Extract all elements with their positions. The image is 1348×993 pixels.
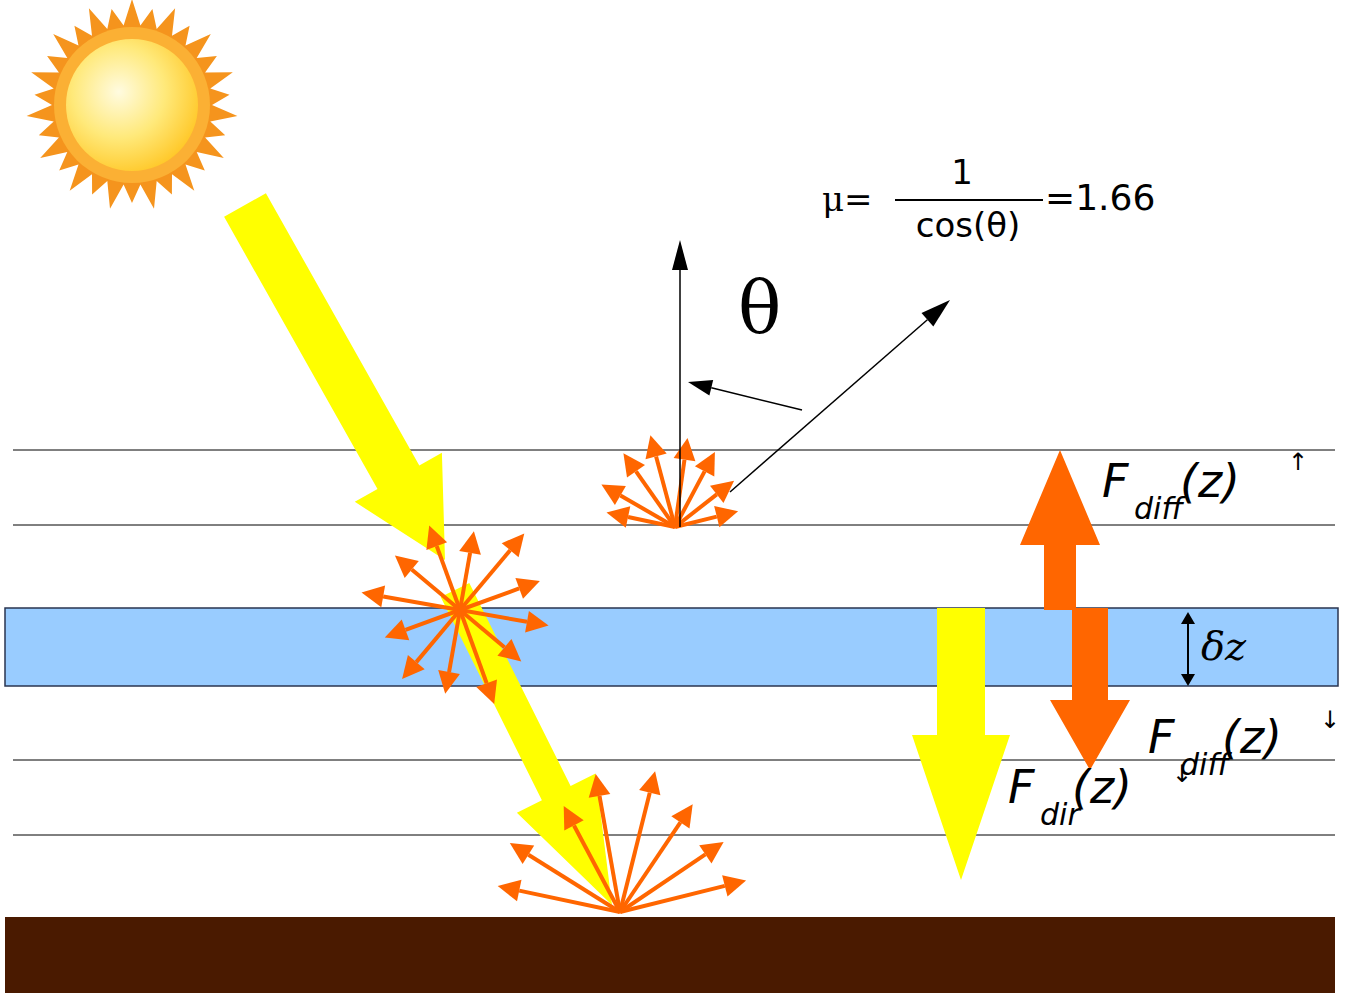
diffuse-upward-ray bbox=[656, 456, 675, 527]
surface-reflected-ray-head bbox=[722, 875, 746, 896]
diffuse-upward-ray-head bbox=[695, 452, 715, 477]
layer-line bbox=[13, 760, 1335, 761]
surface-reflected-ray-head bbox=[498, 880, 522, 902]
downward-diffuse-flux bbox=[1050, 608, 1130, 770]
scattered-ray-head bbox=[525, 611, 549, 633]
ground bbox=[5, 917, 1335, 993]
layer-band: δz bbox=[5, 608, 1338, 686]
direct-flux bbox=[912, 608, 1010, 880]
diffuse-upward-ray-head bbox=[601, 485, 626, 506]
thickness-arrow bbox=[1187, 650, 1189, 674]
sun-disc bbox=[66, 39, 198, 171]
scattered-ray-head bbox=[362, 586, 386, 608]
formula-numerator: 1 bbox=[951, 155, 973, 189]
sun-rays bbox=[27, 0, 238, 209]
surface-reflected-ray-head bbox=[589, 774, 611, 798]
thickness-arrow-head bbox=[1181, 612, 1195, 624]
formula-value: =1.66 bbox=[1045, 180, 1155, 216]
slant-arrow-head bbox=[922, 300, 951, 327]
direction-mark: ↓ bbox=[1172, 762, 1192, 786]
scattered-ray bbox=[460, 610, 487, 683]
zenith-arrow bbox=[679, 270, 681, 527]
direction-mark: ↓ bbox=[1320, 708, 1340, 732]
surface-reflected-ray-head bbox=[564, 806, 584, 831]
surface-reflected-ray-head bbox=[639, 771, 660, 795]
sun bbox=[27, 0, 238, 209]
arrows bbox=[224, 193, 1195, 912]
flux-symbol: F bbox=[1102, 458, 1128, 504]
diffuse-upward-ray-head bbox=[714, 506, 738, 527]
angle-arrow-head bbox=[688, 380, 713, 396]
formula-part: μ= bbox=[822, 182, 873, 216]
surface-reflected-ray-head bbox=[510, 843, 534, 864]
layer-line bbox=[13, 450, 1335, 451]
scattered-ray-head bbox=[459, 531, 481, 555]
diffuse-upward-ray-head bbox=[623, 453, 645, 477]
thickness-label: δz bbox=[1201, 626, 1246, 666]
fraction-bar bbox=[895, 199, 1043, 201]
flux-argument: (z) bbox=[1222, 714, 1282, 760]
direct-beam-transmitted bbox=[441, 583, 612, 905]
scattered-ray bbox=[437, 546, 460, 610]
thickness-arrow bbox=[1187, 624, 1189, 650]
diffuse-upward-ray-head bbox=[646, 435, 667, 459]
upward-diffuse-flux bbox=[1020, 450, 1100, 610]
scattered-ray-head bbox=[497, 639, 521, 662]
scattered-ray bbox=[460, 588, 519, 610]
diffuse-upward-ray bbox=[675, 494, 717, 527]
surface-reflected-ray bbox=[620, 886, 725, 912]
scattered-ray-head bbox=[402, 655, 425, 679]
scattered-ray-head bbox=[426, 525, 447, 550]
flux-argument: (z) bbox=[1180, 458, 1240, 504]
layer-band bbox=[5, 608, 1338, 686]
zenith-arrow-head bbox=[672, 240, 688, 270]
angle-arrow bbox=[711, 388, 802, 410]
scattered-ray-head bbox=[476, 680, 497, 705]
scattered-ray-head bbox=[395, 555, 419, 578]
surface-reflected-ray-head bbox=[699, 842, 723, 863]
scattered-ray-head bbox=[515, 578, 540, 599]
flux-subscript: diff bbox=[1134, 494, 1183, 524]
flux-symbol: F bbox=[1148, 714, 1174, 760]
surface-reflected-ray bbox=[600, 796, 620, 912]
direction-mark: ↑ bbox=[1288, 450, 1308, 474]
scattered-ray-head bbox=[502, 533, 525, 557]
diffuse-upward-ray-head bbox=[607, 506, 631, 528]
direct-beam bbox=[224, 193, 445, 560]
flux-argument: (z) bbox=[1072, 764, 1132, 810]
formula-denominator: cos(θ) bbox=[916, 208, 1021, 242]
thickness-arrow-head bbox=[1181, 674, 1195, 686]
diffuse-upward-ray bbox=[675, 517, 717, 527]
angle-symbol: θ bbox=[738, 272, 781, 344]
scattered-ray-head bbox=[385, 620, 410, 641]
diffuse-upward-ray-head bbox=[674, 438, 696, 461]
flux-symbol: F bbox=[1008, 764, 1034, 810]
sun-halo bbox=[54, 27, 210, 183]
slant-arrow bbox=[730, 320, 927, 492]
scattered-ray-head bbox=[438, 670, 460, 694]
surface-reflected-ray-head bbox=[671, 804, 692, 828]
scattered-ray bbox=[405, 610, 460, 630]
